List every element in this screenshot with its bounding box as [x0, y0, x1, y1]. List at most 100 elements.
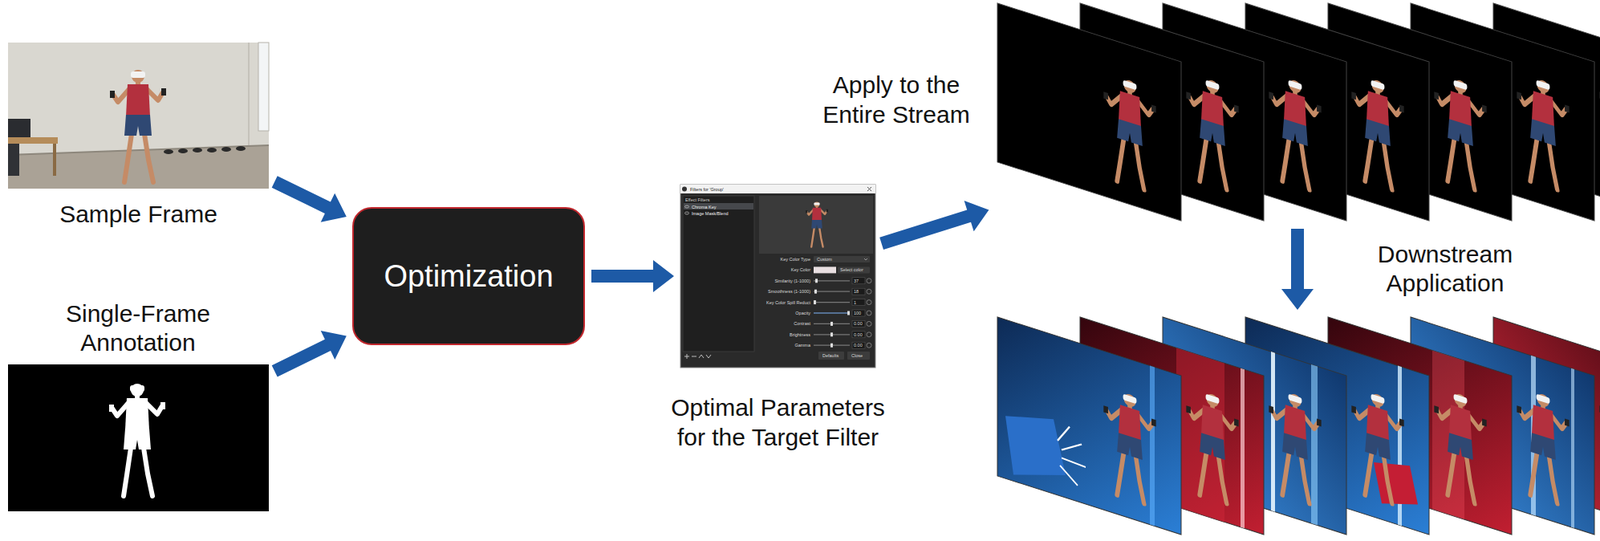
filter-window	[866, 332, 872, 338]
flow-arrow	[591, 259, 675, 293]
filter-window	[680, 184, 876, 368]
filter-window	[685, 211, 690, 215]
filter-window	[866, 288, 872, 294]
sample-photo	[109, 69, 167, 183]
sample-photo	[163, 149, 174, 155]
composited-stream	[1373, 454, 1418, 516]
ui-label: Chroma Key	[691, 203, 717, 211]
filter-window	[847, 351, 870, 360]
composited-stream	[1571, 368, 1575, 528]
filter-window	[686, 353, 688, 359]
filter-window	[866, 300, 872, 305]
filter-window	[867, 186, 872, 191]
filter-window	[682, 195, 755, 352]
ui-label: 0.00	[853, 331, 863, 338]
ui-label: 37	[853, 277, 859, 285]
filter-window	[813, 300, 817, 305]
ui-label: Effect Filters	[685, 196, 710, 204]
composited-stream	[1240, 368, 1245, 529]
ui-label: Select color	[840, 266, 864, 273]
filter-window	[867, 186, 872, 191]
sample-photo	[178, 148, 188, 154]
filter-window	[813, 266, 837, 273]
extracted-stream	[997, 3, 1182, 221]
composited-stream	[997, 316, 1182, 535]
composited-stream	[1059, 465, 1078, 486]
filter-window	[682, 186, 687, 192]
filter-window	[813, 291, 850, 293]
ui-label: Image Mask/Blend	[691, 210, 729, 217]
sample-photo	[8, 145, 269, 155]
ui-label: Key Color	[791, 266, 811, 273]
annotation-mask	[109, 383, 166, 496]
filter-window	[813, 278, 850, 347]
ui-label: 100	[853, 309, 861, 317]
filter-window	[852, 320, 865, 327]
composited-stream	[1149, 365, 1155, 527]
sample-photo	[247, 42, 250, 147]
composited-stream	[1351, 385, 1404, 508]
extracted-stream	[1433, 72, 1487, 194]
extracted-stream	[1351, 72, 1404, 194]
extracted-stream	[1516, 72, 1569, 194]
composited-stream	[1268, 385, 1321, 508]
flow-arrow	[1281, 228, 1314, 310]
filter-window	[813, 312, 849, 313]
ui-label: Smoothness (1-1000)	[767, 288, 811, 295]
filter-window	[837, 266, 870, 273]
filter-window	[866, 278, 872, 348]
ui-label: Key Color Spill Reduct	[766, 299, 811, 306]
ui-label: 1	[853, 299, 857, 306]
filter-window	[866, 320, 872, 326]
composited-stream	[1061, 438, 1082, 457]
node-label: Apply to the Entire Stream	[804, 70, 989, 130]
filter-window	[814, 289, 817, 294]
filter-window	[852, 277, 865, 349]
filter-window	[818, 351, 845, 360]
frame-stack: Downstream Application	[994, 316, 1600, 537]
filter-window	[683, 203, 754, 210]
sample-photo	[8, 42, 269, 189]
filter-window	[852, 309, 865, 317]
sample-photo	[52, 143, 57, 176]
extracted-stream	[997, 3, 1600, 221]
ui-label: 18	[853, 288, 859, 295]
node-label: Downstream Application	[1352, 239, 1538, 299]
filter-window	[813, 312, 850, 313]
filter-window	[813, 255, 870, 263]
node-label: Optimal Parameters for the Target Filter	[661, 393, 895, 452]
sample-photo	[8, 137, 58, 144]
composited-stream	[1005, 403, 1066, 492]
flow-arrow	[272, 330, 347, 378]
filter-window	[864, 258, 868, 260]
composited-stream	[1599, 385, 1600, 508]
ui-label: Opacity	[795, 309, 811, 317]
filter-window	[852, 277, 865, 285]
filter-window	[813, 312, 849, 313]
composited-stream	[1516, 385, 1569, 508]
ui-label: Defaults	[822, 352, 839, 359]
filter-window	[813, 280, 850, 346]
extracted-stream	[1599, 72, 1600, 194]
filter-window	[830, 332, 833, 337]
filter-window	[866, 310, 872, 316]
filter-window	[805, 202, 829, 248]
extracted-stream	[997, 3, 1182, 221]
filter-window	[706, 354, 711, 358]
ui-label: Gamma	[794, 341, 811, 349]
composited-stream	[997, 316, 1182, 535]
sample-photo	[258, 42, 269, 131]
filter-window	[830, 343, 833, 348]
extracted-stream	[1103, 72, 1156, 194]
ui-label: 0.00	[853, 320, 863, 327]
filter-window	[852, 288, 865, 295]
node-label: Sample Frame	[8, 199, 269, 230]
filter-window	[852, 299, 865, 306]
filter-window	[680, 184, 876, 194]
node-label: Optimization	[383, 257, 553, 295]
ui-label: 0.00	[853, 341, 863, 349]
filter-window	[691, 356, 697, 358]
annotation-mask	[8, 364, 269, 512]
filter-window	[815, 278, 818, 283]
